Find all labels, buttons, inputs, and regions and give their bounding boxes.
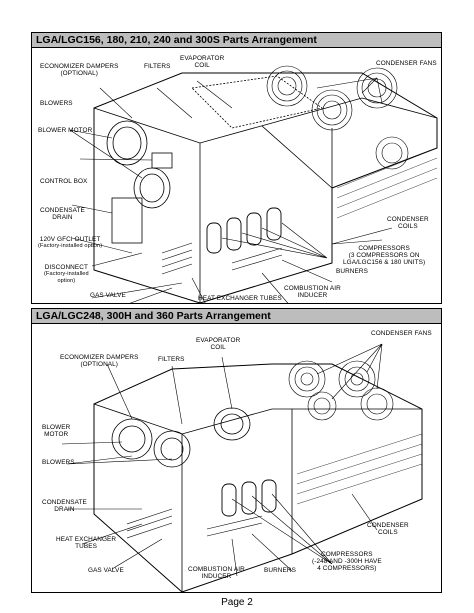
label-text: EVAPORATOR bbox=[196, 337, 241, 344]
label-control-box: CONTROL BOX bbox=[40, 178, 88, 185]
label-condenser-coils: CONDENSER COILS bbox=[367, 522, 409, 536]
label-burners: BURNERS bbox=[264, 567, 296, 574]
label-text: CONDENSER bbox=[387, 216, 429, 223]
label-burners: BURNERS bbox=[336, 268, 368, 275]
label-blower-motor: BLOWER MOTOR bbox=[38, 127, 93, 134]
label-heat-exchanger-tubes: HEAT EXCHANGER TUBES bbox=[56, 536, 116, 550]
label-text: CONDENSATE bbox=[40, 207, 85, 214]
label-text: INDUCER bbox=[297, 292, 328, 300]
label-text: BLOWER bbox=[42, 424, 71, 431]
label-filters: FILTERS bbox=[144, 63, 171, 70]
label-text: 120V GFCI OUTLET bbox=[39, 236, 101, 243]
label-heat-exchanger-tubes: HEAT EXCHANGER TUBES bbox=[198, 295, 282, 302]
label-text: CONDENSER bbox=[367, 522, 409, 529]
label-text: (3 COMPRESSORS ON bbox=[348, 252, 420, 260]
label-condensate-drain: CONDENSATE DRAIN bbox=[40, 207, 85, 221]
label-combustion-air-inducer: COMBUSTION AIR INDUCER bbox=[284, 285, 341, 299]
label-text: TUBES bbox=[75, 543, 97, 551]
label-blower-motor: BLOWER MOTOR bbox=[42, 424, 70, 438]
label-condensate-drain: CONDENSATE DRAIN bbox=[42, 499, 87, 513]
label-text: COILS bbox=[398, 223, 418, 231]
label-text: COMBUSTION AIR bbox=[188, 566, 245, 573]
label-evaporator-coil: EVAPORATOR COIL bbox=[180, 55, 224, 69]
label-filters: FILTERS bbox=[158, 356, 185, 363]
label-text: 4 COMPRESSORS) bbox=[317, 565, 377, 573]
label-blowers: BLOWERS bbox=[40, 100, 73, 107]
diagram-panel-bottom: LGA/LGC248, 300H and 360 Parts Arrangeme… bbox=[31, 308, 442, 593]
label-text: (-248 AND -300H HAVE bbox=[312, 558, 382, 566]
label-text: COMBUSTION AIR bbox=[284, 285, 341, 292]
label-text: LGA/LGC156 & 180 UNITS) bbox=[343, 259, 426, 267]
label-text: COILS bbox=[378, 529, 398, 537]
label-condenser-fans: CONDENSER FANS bbox=[371, 330, 432, 337]
label-economizer-dampers: ECONOMIZER DAMPERS (OPTIONAL) bbox=[40, 63, 119, 77]
page-number: Page 2 bbox=[221, 597, 253, 608]
label-disconnect: DISCONNECT (Factory-installed option) bbox=[44, 264, 89, 286]
label-economizer-dampers: ECONOMIZER DAMPERS (OPTIONAL) bbox=[60, 354, 139, 368]
label-text: COMPRESSORS bbox=[358, 245, 410, 252]
label-text: ECONOMIZER DAMPERS bbox=[60, 354, 139, 361]
label-evaporator-coil: EVAPORATOR COIL bbox=[196, 337, 240, 351]
unit-illustration-bottom bbox=[61, 343, 423, 592]
label-text: INDUCER bbox=[201, 573, 232, 581]
panel-title: LGA/LGC248, 300H and 360 Parts Arrangeme… bbox=[32, 309, 441, 324]
label-text: (Factory-installed option) bbox=[38, 243, 103, 250]
label-text: COMPRESSORS bbox=[321, 551, 373, 558]
label-text: option) bbox=[57, 278, 76, 285]
label-text: ECONOMIZER DAMPERS bbox=[40, 63, 119, 70]
label-condenser-coils: CONDENSER COILS bbox=[387, 216, 429, 230]
label-text: HEAT EXCHANGER bbox=[56, 536, 117, 543]
label-condenser-fans: CONDENSER FANS bbox=[376, 60, 437, 67]
label-text: COIL bbox=[210, 344, 226, 352]
label-gas-valve: GAS VALVE bbox=[90, 292, 126, 299]
label-compressors: COMPRESSORS (3 COMPRESSORS ON LGA/LGC156… bbox=[343, 245, 425, 267]
label-text: (OPTIONAL) bbox=[60, 70, 99, 78]
label-text: (Factory-installed bbox=[44, 271, 89, 278]
label-compressors: COMPRESSORS (-248 AND -300H HAVE 4 COMPR… bbox=[312, 551, 382, 573]
label-text: MOTOR bbox=[44, 431, 69, 439]
label-text: COIL bbox=[194, 62, 210, 70]
label-text: DRAIN bbox=[52, 214, 73, 222]
unit-illustration-top bbox=[69, 65, 438, 303]
label-gas-valve: GAS VALVE bbox=[88, 567, 124, 574]
label-text: EVAPORATOR bbox=[180, 55, 225, 62]
panel-title: LGA/LGC156, 180, 210, 240 and 300S Parts… bbox=[32, 33, 441, 48]
label-gfci-outlet: 120V GFCI OUTLET (Factory-installed opti… bbox=[38, 236, 102, 250]
label-blowers: BLOWERS bbox=[42, 459, 75, 466]
label-text: DISCONNECT bbox=[44, 264, 88, 271]
label-text: CONDENSATE bbox=[42, 499, 87, 506]
label-combustion-air-inducer: COMBUSTION AIR INDUCER bbox=[188, 566, 245, 580]
diagram-panel-top: LGA/LGC156, 180, 210, 240 and 300S Parts… bbox=[31, 32, 442, 304]
label-text: (OPTIONAL) bbox=[80, 361, 119, 369]
label-text: DRAIN bbox=[54, 506, 75, 514]
